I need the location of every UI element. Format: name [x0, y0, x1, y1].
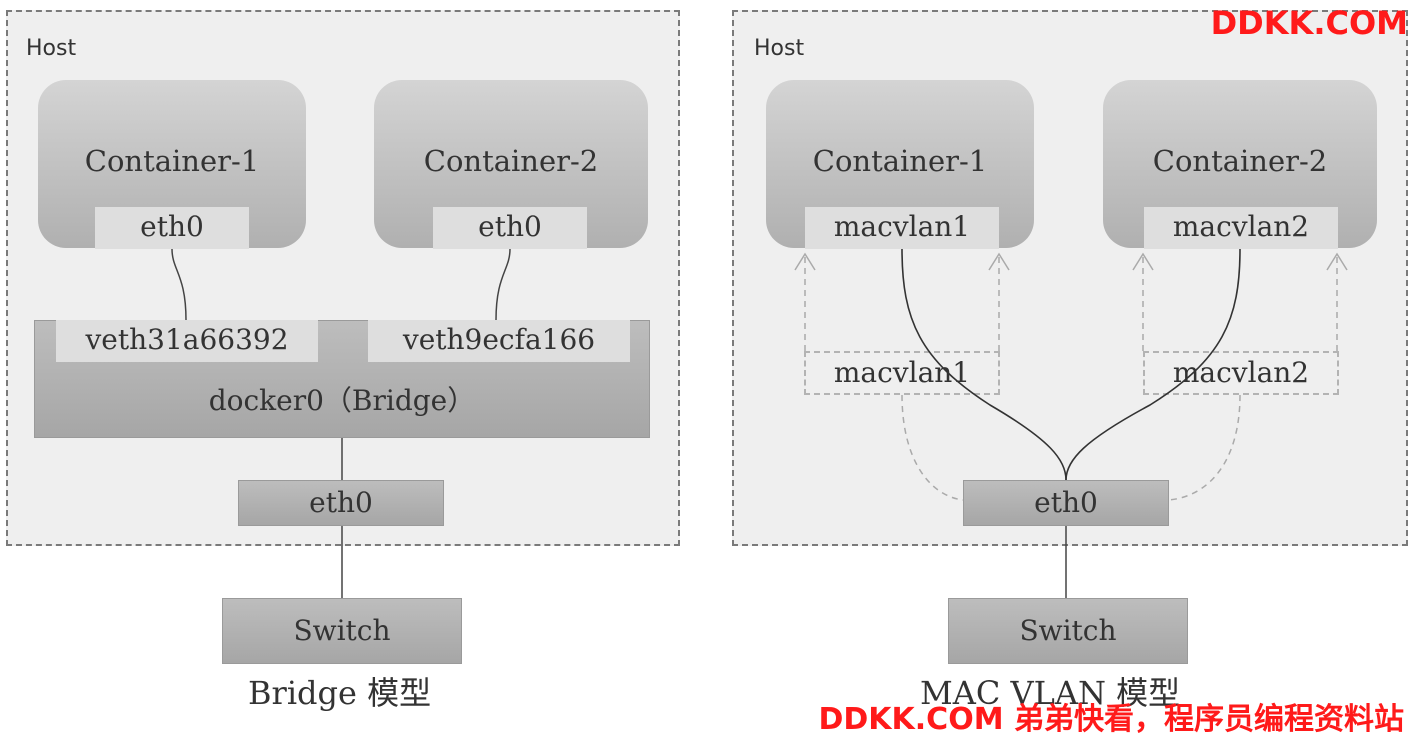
veth-1: veth31a66392: [56, 320, 318, 362]
dashed-curve-left: [901, 394, 964, 501]
bridge-caption: Bridge 模型: [248, 674, 432, 712]
macvlan-container-1-title: Container-1: [812, 144, 988, 178]
arrowhead-1: [794, 252, 816, 271]
macvlan-container-1-iface: macvlan1: [805, 207, 999, 249]
wire-container1-veth1: [171, 248, 187, 321]
watermark-top: DDKK.COM: [1210, 4, 1408, 42]
macvlan-container-2-title: Container-2: [1152, 144, 1328, 178]
bridge-container-2-eth0: eth0: [433, 207, 587, 249]
macvlan-host-eth0: eth0: [963, 480, 1169, 526]
arrowhead-3: [1132, 252, 1154, 271]
bridge-switch: Switch: [222, 598, 462, 664]
bridge-host-label: Host: [26, 36, 77, 61]
macvlan-container-2-iface: macvlan2: [1144, 207, 1338, 249]
macvlan-caption: MAC VLAN 模型: [920, 674, 1181, 712]
veth-2: veth9ecfa166: [368, 320, 630, 362]
bridge-container-1-eth0: eth0: [95, 207, 249, 249]
macvlan-host-label: Host: [754, 36, 805, 61]
wire-macvlan1-eth0: [901, 248, 1067, 481]
bridge-container-2-title: Container-2: [423, 144, 599, 178]
wire-container2-veth2: [495, 248, 511, 321]
bridge-host-eth0: eth0: [238, 480, 444, 526]
bridge-container-1-title: Container-1: [84, 144, 260, 178]
wire-macvlan2-eth0: [1065, 248, 1241, 481]
macvlan-switch: Switch: [948, 598, 1188, 664]
arrowhead-2: [988, 252, 1010, 271]
docker0-bridge-label: docker0（Bridge）: [208, 384, 476, 417]
dashed-curve-right: [1168, 394, 1241, 501]
watermark-bottom: DDKK.COM 弟弟快看，程序员编程资料站: [818, 702, 1404, 737]
macvlan-virtual-iface-2: macvlan2: [1143, 351, 1339, 395]
arrowhead-4: [1326, 252, 1348, 271]
